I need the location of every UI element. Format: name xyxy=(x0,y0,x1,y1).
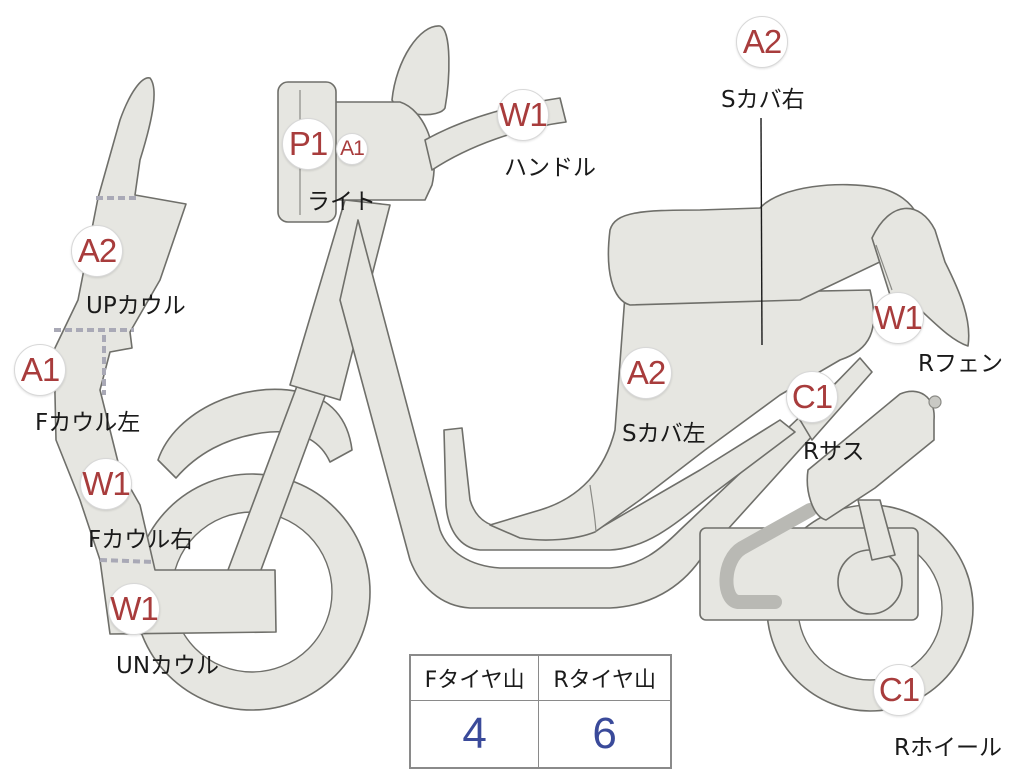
rear-hub xyxy=(837,549,903,615)
r-fender-label: Rフェン xyxy=(918,351,1003,377)
s-cover-left-grade-badge: A2 xyxy=(620,347,672,399)
side-cover xyxy=(489,289,875,541)
tire-tread-table: Fタイヤ山 Rタイヤ山 4 6 xyxy=(409,654,672,769)
rear-tire-value: 6 xyxy=(538,700,672,769)
s-cover-right-grade-badge: A2 xyxy=(736,16,788,68)
handle-grade-badge: W1 xyxy=(497,89,549,141)
up-cowl-label: UPカウル xyxy=(86,293,186,319)
r-suspension-label: Rサス xyxy=(803,439,865,465)
up-cowl-grade-badge: A2 xyxy=(71,225,123,277)
light-grade-badge: P1 xyxy=(282,118,334,170)
un-cowl-grade-badge: W1 xyxy=(108,583,160,635)
r-suspension-grade-badge: C1 xyxy=(786,371,838,423)
r-wheel-grade-badge: C1 xyxy=(873,664,925,716)
s-cover-left-label: Sカバ左 xyxy=(622,421,706,447)
rear-tire-header: Rタイヤ山 xyxy=(538,654,672,701)
f-cowl-left-label: Fカウル左 xyxy=(35,410,141,436)
light-label: ライト xyxy=(307,189,376,215)
light-sub-grade-badge: A1 xyxy=(336,133,368,165)
windscreen xyxy=(391,25,450,116)
front-tire-header: Fタイヤ山 xyxy=(409,654,540,701)
f-cowl-right-grade-badge: W1 xyxy=(80,458,132,510)
r-wheel-label: Rホイール xyxy=(894,735,1002,761)
handle-label: ハンドル xyxy=(504,155,596,181)
floor-inner xyxy=(443,419,796,551)
s-cover-right-leader xyxy=(760,117,763,346)
f-cowl-left-grade-badge: A1 xyxy=(14,344,66,396)
un-cowl-label: UNカウル xyxy=(116,653,220,679)
seat xyxy=(607,183,921,306)
rear-tail xyxy=(871,207,970,347)
muffler-pipe xyxy=(719,503,817,609)
front-tire-value: 4 xyxy=(409,700,540,769)
s-cover-right-label: Sカバ右 xyxy=(721,87,805,113)
r-fender-grade-badge: W1 xyxy=(872,292,924,344)
f-cowl-right-label: Fカウル右 xyxy=(88,527,194,553)
